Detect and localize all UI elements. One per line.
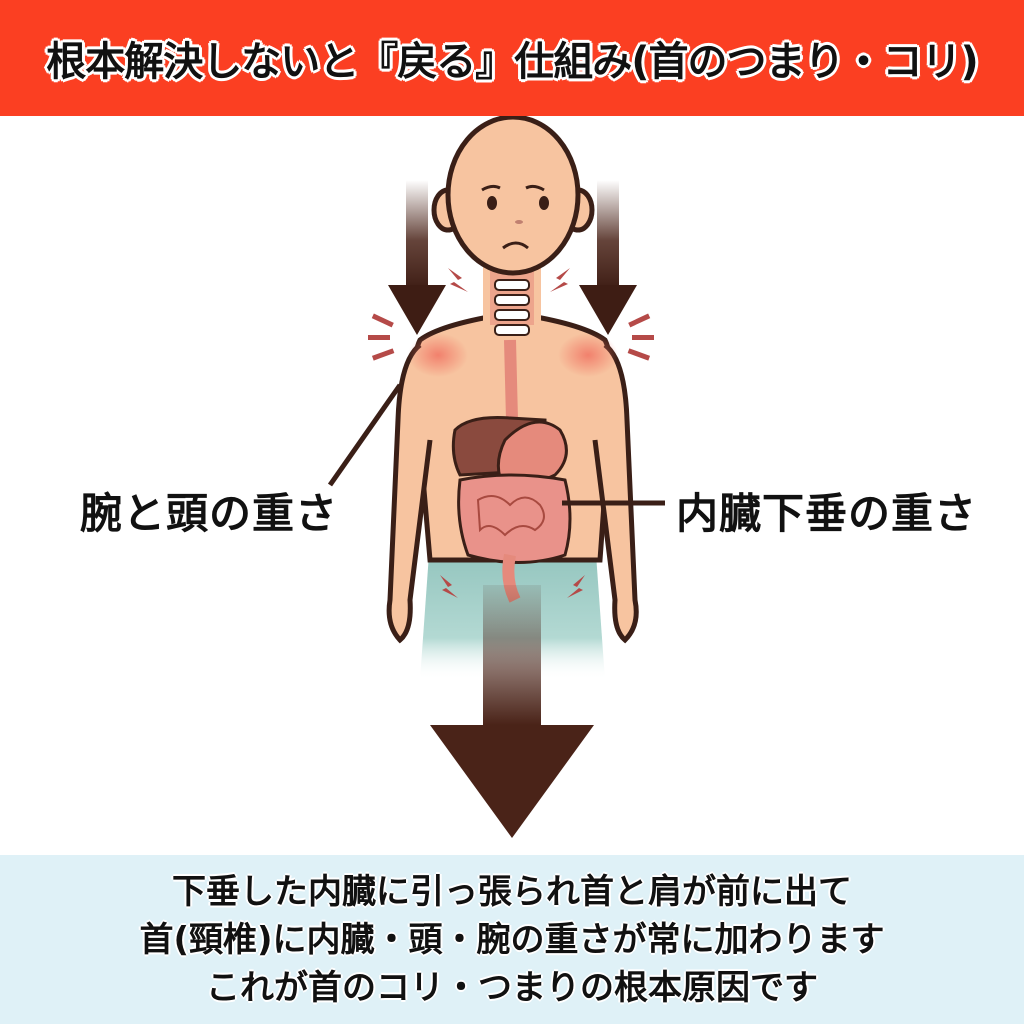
left-arm [386, 343, 433, 644]
body-illustration [327, 116, 665, 838]
organs-illustration [451, 416, 572, 603]
vertebrae-icon [494, 279, 530, 336]
title-banner: 根本解決しないと『戻る』仕組み(首のつまり・コリ) [0, 0, 1024, 116]
center-down-arrow-icon [430, 585, 594, 838]
explanation-line-1: 下垂した内臓に引っ張られ首と肩が前に出て [172, 871, 852, 912]
visceral-ptosis-weight-label: 内臓下垂の重さ [676, 489, 978, 538]
right-shoulder-arrow-icon [579, 180, 637, 335]
page-title: 根本解決しないと『戻る』仕組み(首のつまり・コリ) [46, 39, 979, 85]
explanation-line-3: これが首のコリ・つまりの根本原因です [206, 967, 818, 1008]
right-arm [592, 343, 639, 644]
head [431, 116, 595, 276]
explanation-line-2: 首(頸椎)に内臓・頭・腕の重さが常に加わります [139, 919, 885, 960]
arm-head-weight-label: 腕と頭の重さ [80, 489, 339, 538]
left-shoulder-arrow-icon [388, 180, 446, 335]
pain-marks [368, 268, 654, 598]
left-label-pointer [327, 383, 403, 487]
explanation-panel: 下垂した内臓に引っ張られ首と肩が前に出て 首(頸椎)に内臓・頭・腕の重さが常に加… [0, 855, 1024, 1024]
